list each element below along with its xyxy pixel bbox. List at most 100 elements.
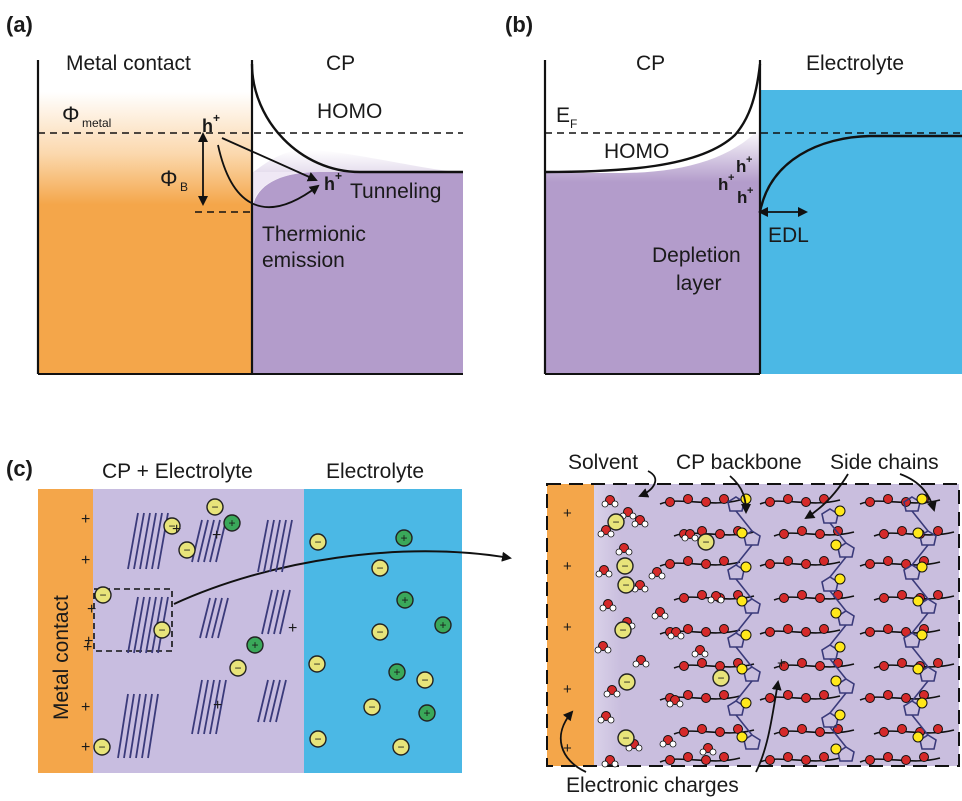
side-chain-bead (801, 693, 811, 703)
thermionic-label-1: Thermionic (262, 223, 366, 246)
anion-ion: − (206, 498, 224, 516)
side-chain-bead (815, 529, 825, 539)
side-chain-bead (901, 755, 911, 765)
hydrogen-atom (611, 500, 619, 508)
tunneling-label: Tunneling (350, 180, 441, 203)
side-chain-bead (879, 593, 889, 603)
crystallite-line (127, 512, 139, 570)
side-chain-bead (715, 727, 725, 737)
solvent-label: Solvent (568, 451, 638, 474)
hydrogen-atom (595, 570, 603, 578)
hydrogen-atom (607, 716, 615, 724)
positive-charge: + (213, 697, 222, 714)
sulfur-atom (912, 663, 924, 675)
panel-b: (b) CP Electrolyte E F HOMO h + h + h + … (505, 12, 962, 375)
hydrogen-atom (613, 690, 621, 698)
anion-sign: − (421, 673, 428, 687)
side-chain-bead (801, 497, 811, 507)
a-cp-label: CP (326, 52, 355, 75)
side-chain-bead (783, 690, 793, 700)
tunneling-arrow (221, 137, 318, 182)
side-chain-bead (701, 627, 711, 637)
side-chain-bead (833, 526, 843, 536)
positive-charge: + (87, 601, 96, 618)
crystallite-line (205, 597, 217, 639)
anion-sign: − (376, 625, 383, 639)
cation-circle (434, 616, 452, 634)
anion-sign: − (397, 740, 404, 754)
anion-ion: − (607, 513, 625, 531)
depletion-label-2: layer (676, 272, 722, 295)
thermionic-arrow (217, 144, 320, 208)
c-cp-electrolyte-label: CP + Electrolyte (102, 460, 253, 483)
side-chain-bead (883, 624, 893, 634)
anion-sign: − (314, 535, 321, 549)
panel-a-tag: (a) (6, 12, 33, 37)
b-hole-3-charge: + (747, 185, 753, 197)
b-hole-1-charge: + (746, 154, 752, 166)
side-chain-bead (897, 590, 907, 600)
anion-ion: − (94, 586, 112, 604)
hydrogen-atom (651, 612, 659, 620)
solvent-molecule (699, 743, 717, 756)
solvent-molecule (603, 685, 621, 698)
side-chain-bead (815, 661, 825, 671)
hydrogen-atom (667, 632, 675, 640)
side-chain-bead (715, 529, 725, 539)
hydrogen-atom (601, 760, 609, 768)
cation-ion: + (388, 663, 406, 681)
anion-circle (163, 517, 181, 535)
crystallite-line (209, 519, 221, 563)
anion-ion: − (416, 671, 434, 689)
anion-sign: − (98, 740, 105, 754)
anion-circle (178, 541, 196, 559)
anion-ion: − (697, 533, 715, 551)
side-chain-bead (765, 559, 775, 569)
side-chain-bead (683, 752, 693, 762)
side-chain-bead (897, 526, 907, 536)
anion-ion: − (229, 659, 247, 677)
anion-ion: − (163, 517, 181, 535)
positive-charge: + (83, 639, 92, 656)
anion-sign: − (313, 657, 320, 671)
electronic-charges-label: Electronic charges (566, 774, 739, 797)
side-chain-bead (783, 624, 793, 634)
side-chain-bead (719, 494, 729, 504)
solvent-molecule (595, 565, 613, 578)
anion-circle (371, 559, 389, 577)
panel-c-tag: (c) (6, 456, 33, 481)
crystallite-line (197, 519, 209, 563)
side-chain-bead (683, 624, 693, 634)
backbone-bond (911, 680, 929, 702)
anion-ion: − (617, 729, 635, 747)
crystallite-line (139, 596, 151, 654)
positive-charge: + (81, 552, 90, 569)
hydrogen-atom (632, 660, 640, 668)
left-ions: −−−−−−−−−−−−−−−++++++++++++++++++ (81, 498, 452, 756)
crystallite-line (269, 519, 281, 573)
side-chain-bead (883, 556, 893, 566)
anion-sign: − (622, 731, 629, 745)
backbone-bond (829, 658, 847, 680)
backbone-bond (829, 624, 847, 646)
zoom-arrow (173, 550, 512, 605)
side-chain-bead (819, 624, 829, 634)
crystallite-line (145, 512, 157, 570)
b-homo-curve (544, 63, 762, 174)
hydrogen-atom (691, 650, 699, 658)
side-chain-bead (783, 752, 793, 762)
hydrogen-atom (661, 612, 669, 620)
hydrogen-atom (709, 748, 717, 756)
anion-circle (153, 621, 171, 639)
charge-pointer-1 (559, 710, 587, 773)
backbone-bond (911, 544, 929, 566)
backbone-bond (735, 680, 753, 702)
hydrogen-atom (597, 716, 605, 724)
crystallite-line (209, 679, 221, 735)
crystallite-line (123, 693, 135, 759)
side-chain-bead (715, 661, 725, 671)
solvent-molecule (659, 735, 677, 748)
sidechain-pointer-2 (899, 473, 937, 512)
backbone-bond (911, 646, 929, 668)
anion-ion: − (308, 655, 326, 673)
